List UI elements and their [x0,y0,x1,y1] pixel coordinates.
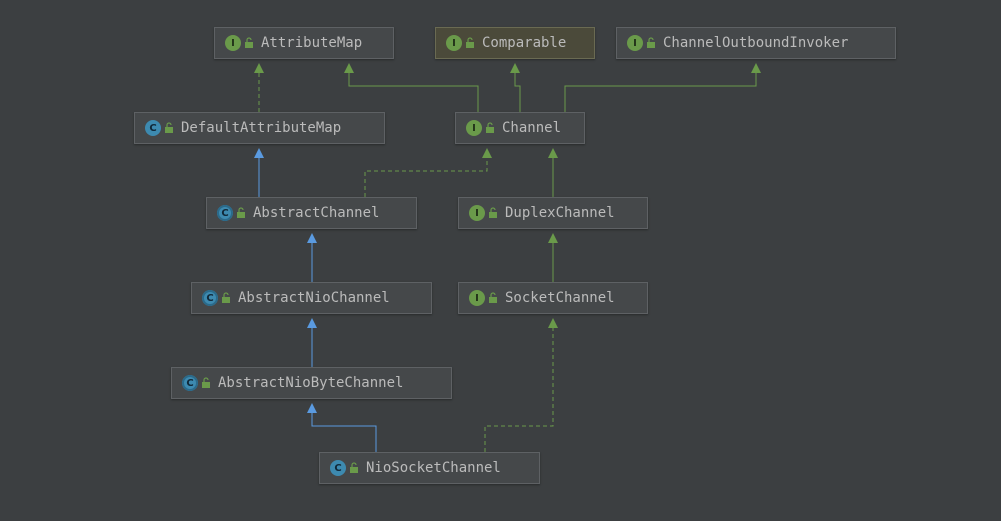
node-label: SocketChannel [505,290,615,306]
public-lock-icon [164,122,174,134]
interface-icon: I [225,35,241,51]
edge-channel-channeloutboundinvoker [564,63,761,112]
class-icon: C [145,120,161,136]
node-abstractniobytechannel[interactable]: C AbstractNioByteChannel [171,367,452,399]
node-niosocketchannel[interactable]: C NioSocketChannel [319,452,540,484]
node-channel[interactable]: I Channel [455,112,585,144]
public-lock-icon [485,122,495,134]
public-lock-icon [236,207,246,219]
interface-icon: I [466,120,482,136]
class-icon: C [330,460,346,476]
interface-icon: I [627,35,643,51]
abstract-class-icon: C [217,205,233,221]
public-lock-icon [221,292,231,304]
abstract-class-icon: C [182,375,198,391]
edge-channel-attributemap [344,63,479,112]
node-label: AbstractChannel [253,205,380,221]
edge-niosocketchannel-abstractniobytechannel [307,403,377,452]
node-abstractniochannel[interactable]: C AbstractNioChannel [191,282,432,314]
node-label: Comparable [482,35,567,51]
node-label: ChannelOutboundInvoker [663,35,849,51]
public-lock-icon [488,207,498,219]
interface-icon: I [469,205,485,221]
public-lock-icon [646,37,656,49]
public-lock-icon [201,377,211,389]
interface-icon: I [469,290,485,306]
node-label: Channel [502,120,562,136]
node-label: AbstractNioByteChannel [218,375,404,391]
edge-niosocketchannel-socketchannel [484,318,558,452]
node-attributemap[interactable]: I AttributeMap [214,27,394,59]
public-lock-icon [244,37,254,49]
node-duplexchannel[interactable]: I DuplexChannel [458,197,648,229]
node-channeloutboundinvoker[interactable]: I ChannelOutboundInvoker [616,27,896,59]
node-comparable[interactable]: I Comparable [435,27,595,59]
edge-channel-comparable [510,63,521,112]
public-lock-icon [465,37,475,49]
node-label: AttributeMap [261,35,363,51]
abstract-class-icon: C [202,290,218,306]
node-label: DefaultAttributeMap [181,120,342,136]
public-lock-icon [349,462,359,474]
node-label: NioSocketChannel [366,460,501,476]
node-defaultattributemap[interactable]: C DefaultAttributeMap [134,112,385,144]
edge-abstractchannel-channel [364,148,492,197]
public-lock-icon [488,292,498,304]
node-label: AbstractNioChannel [238,290,390,306]
node-abstractchannel[interactable]: C AbstractChannel [206,197,417,229]
node-socketchannel[interactable]: I SocketChannel [458,282,648,314]
node-label: DuplexChannel [505,205,615,221]
interface-icon: I [446,35,462,51]
